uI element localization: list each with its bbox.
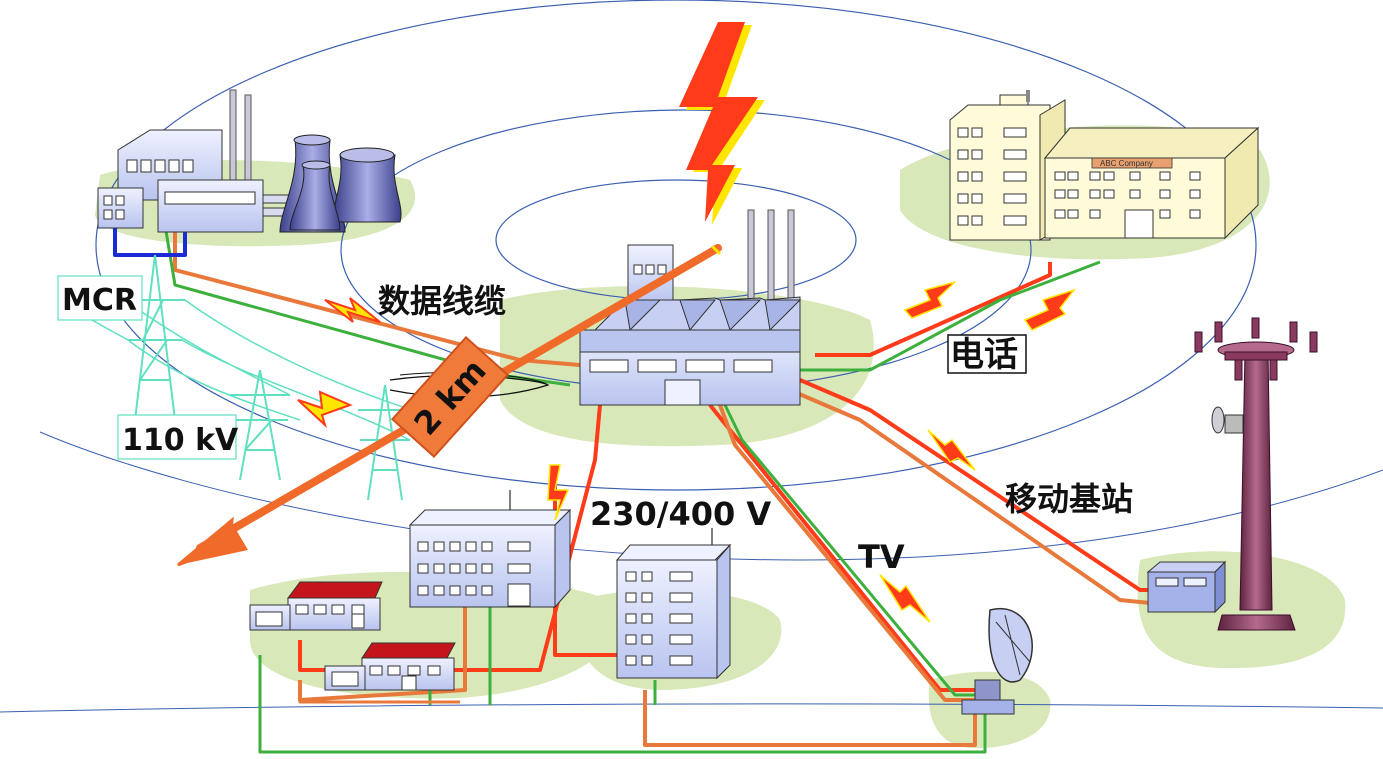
cable-dish-orange [643, 690, 977, 747]
horizon-line [0, 703, 1383, 713]
cable-mobile-orange [789, 388, 1151, 605]
office-complex: ABC Company [949, 90, 1260, 241]
cable-mobile-red [799, 378, 1150, 592]
label-mobile-station: 移动基站 [1005, 480, 1133, 518]
office-block [408, 490, 572, 609]
pylon-2 [230, 369, 290, 481]
label-110kv: 110 kV [122, 423, 239, 458]
labels: MCR 110 kV 数据线缆 电话 移动基站 230/400 V TV [57, 275, 1133, 576]
cable-office-green [800, 260, 1101, 372]
cable-office-red [815, 262, 1052, 357]
power-lines [59, 299, 413, 441]
lightning-230v [547, 464, 570, 521]
lightning-110kv [297, 390, 353, 429]
cooling-tower-2 [333, 154, 402, 223]
telecom-tower [1194, 317, 1318, 631]
lightning-tv [879, 574, 931, 623]
cable-tv-red [708, 403, 980, 692]
apartment-building [615, 528, 732, 680]
ellipse-inner [495, 179, 857, 301]
label-tv: TV [858, 538, 905, 576]
cable-tv-green [723, 404, 990, 697]
pylon-1 [125, 254, 185, 421]
lightning-strikes [297, 22, 1077, 623]
horizon-line-upper [39, 431, 1383, 561]
label-230-400v: 230/400 V [590, 495, 771, 533]
label-mcr: MCR [62, 283, 137, 318]
label-data-cable: 数据线缆 [378, 282, 506, 320]
cable-ground-orange [298, 690, 460, 704]
power-plant [97, 89, 402, 233]
cable-ground-green [258, 655, 987, 754]
lightning-mobile [927, 429, 976, 471]
house-lower [324, 642, 456, 691]
lightning-phone-1 [903, 281, 956, 319]
ellipse-outer [95, 0, 1257, 491]
central-factory [579, 209, 802, 406]
cable-town-red [298, 404, 602, 672]
house-upper [249, 581, 383, 631]
label-phone: 电话 [950, 335, 1018, 375]
company-sign: ABC Company [1100, 159, 1153, 168]
satellite-dish [961, 607, 1033, 715]
mobile-base-station [1146, 560, 1227, 614]
lightning-main [679, 22, 758, 222]
lightning-data-cable [324, 297, 381, 323]
cooling-tower-3 [289, 164, 341, 231]
lightning-phone-2 [1023, 288, 1077, 331]
cable-plant-blue [113, 225, 187, 257]
cables [113, 224, 1151, 754]
